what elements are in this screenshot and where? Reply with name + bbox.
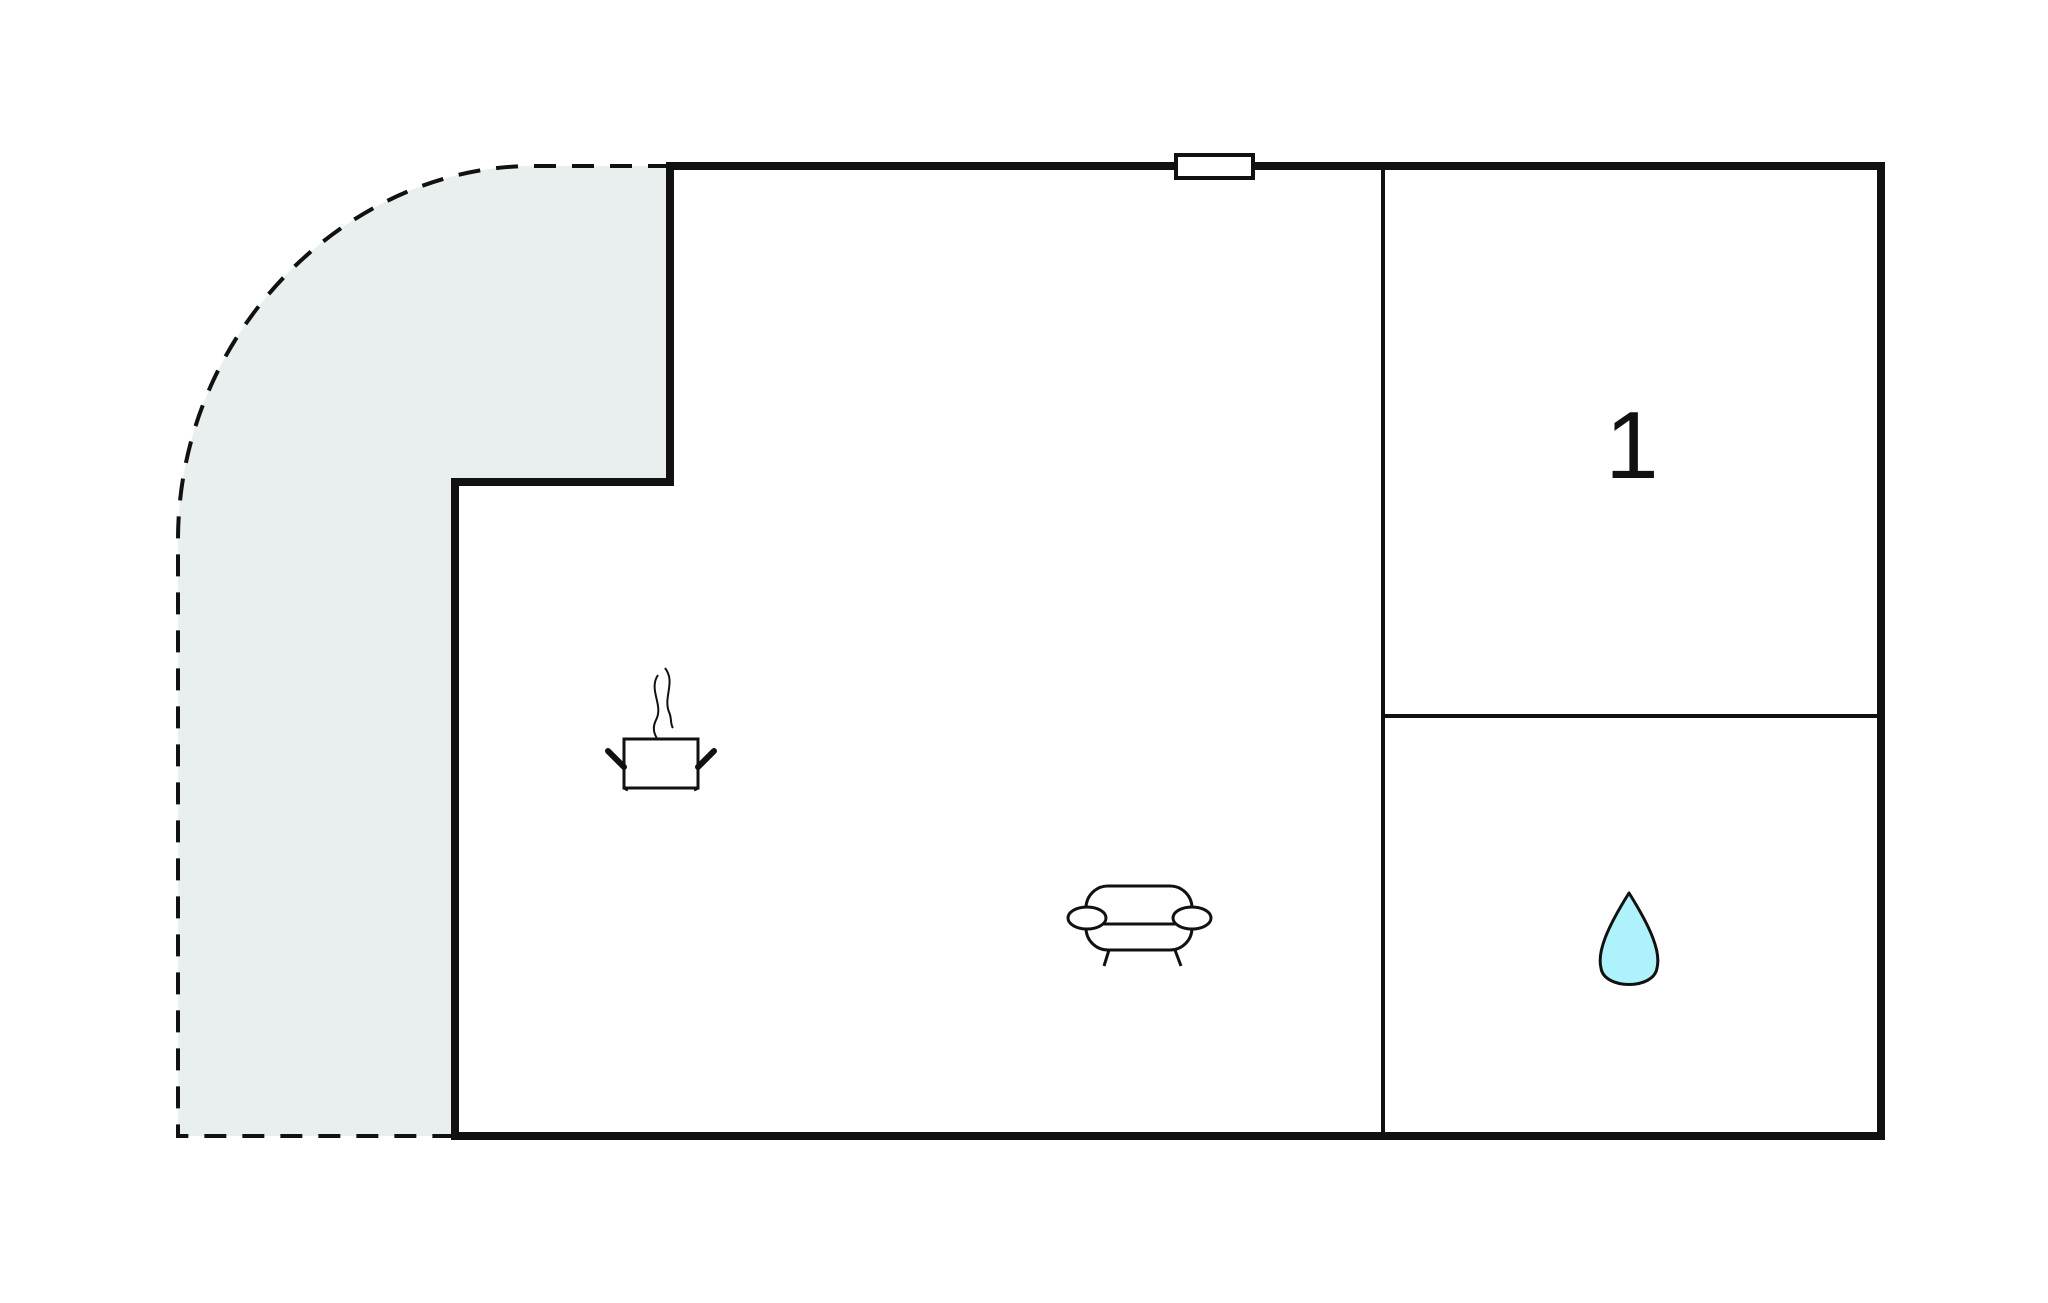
cooking-pot-icon: [605, 667, 717, 792]
window-icon: [1174, 153, 1255, 180]
sofa-icon: [1066, 884, 1213, 967]
terrace-fill: [178, 166, 670, 1136]
water-drop-icon: [1598, 891, 1660, 986]
bedroom-label: 1: [1605, 392, 1658, 499]
terrace-outline: [176, 164, 670, 1138]
outer-wall: [451, 162, 1885, 1140]
terrace-area: [176, 164, 670, 1138]
